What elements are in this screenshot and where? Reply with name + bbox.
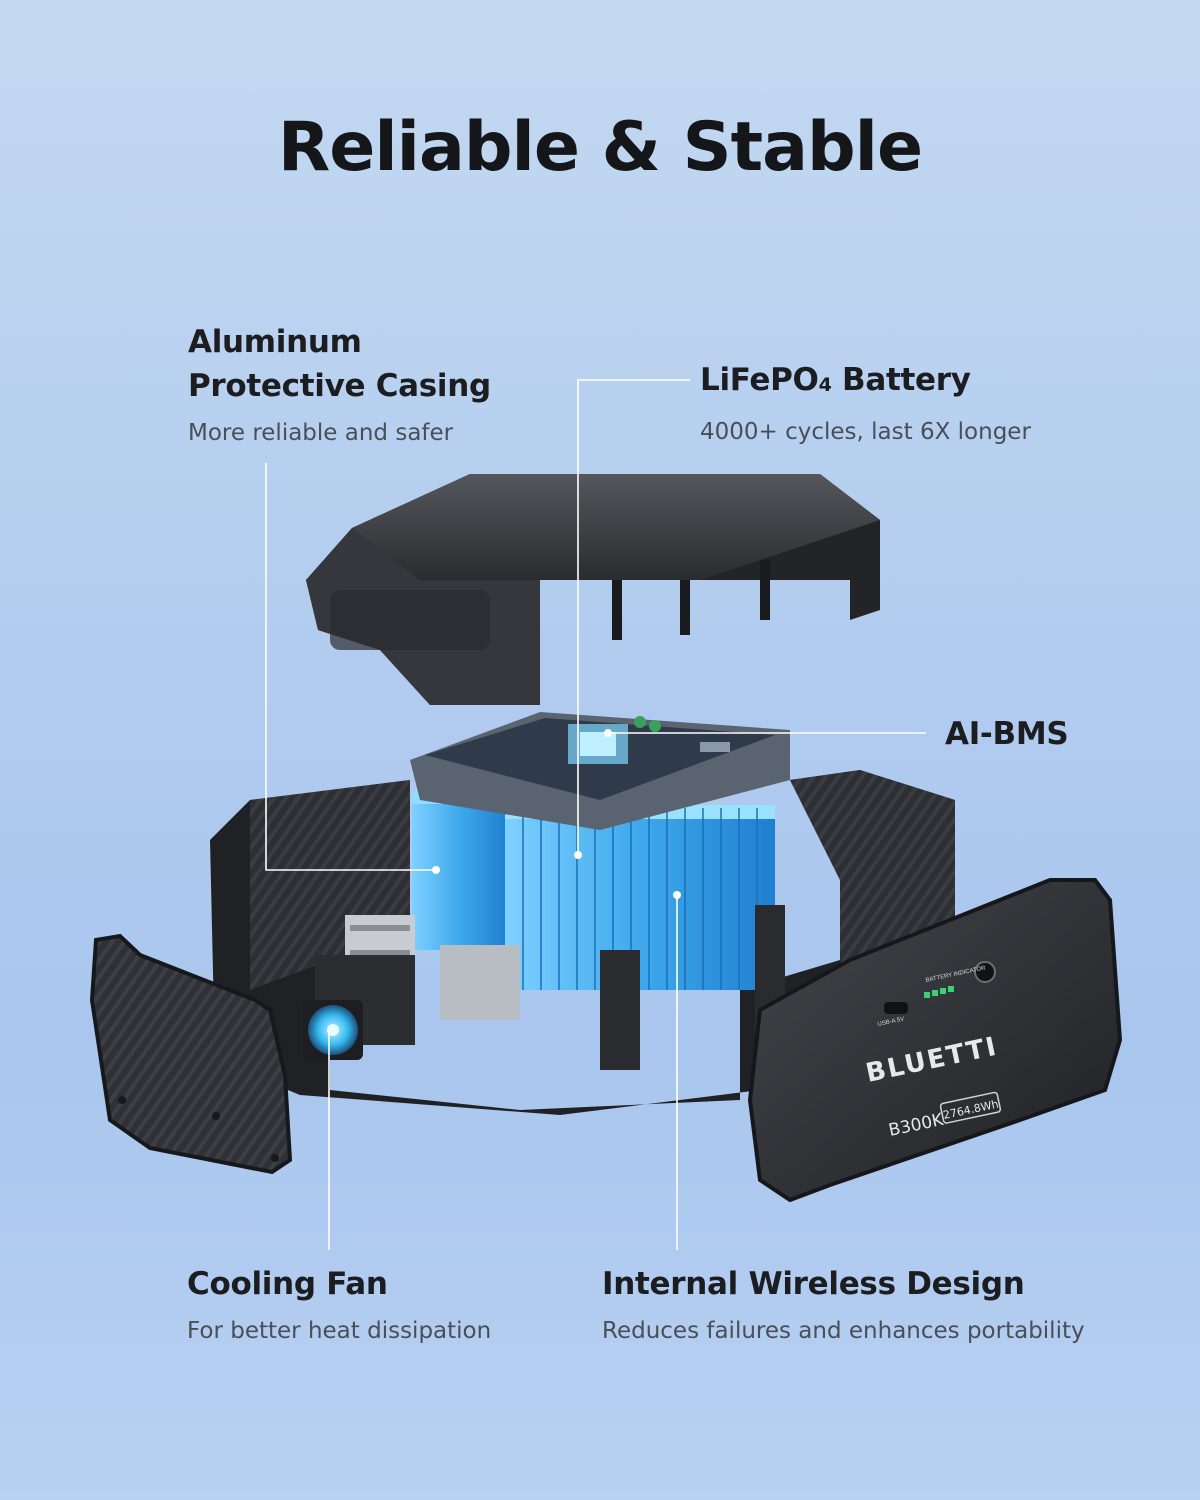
callout-battery-desc: 4000+ cycles, last 6X longer <box>700 419 1031 445</box>
callout-lines <box>265 379 926 1250</box>
callout-fan-title: Cooling Fan <box>187 1266 388 1302</box>
battery-cell-dividers <box>522 808 758 990</box>
bms-dot <box>604 729 612 737</box>
top-casing-lid <box>306 474 880 705</box>
callout-fan-desc: For better heat dissipation <box>187 1318 492 1344</box>
callout-dots <box>432 729 681 899</box>
callout-wireless-desc: Reduces failures and enhances portabilit… <box>602 1318 1085 1344</box>
wireless-dot <box>673 891 681 899</box>
callout-battery-title: LiFePO4 Battery <box>700 358 1031 407</box>
battery-leader-line <box>577 379 690 855</box>
casing-title-line2: Protective Casing <box>188 368 491 404</box>
usb-port-label: USB-A 5V <box>877 1016 905 1027</box>
callout-bms-title: AI-BMS <box>945 716 1069 752</box>
callout-internal-wireless: Internal Wireless Design Reduces failure… <box>602 1262 1085 1348</box>
casing-leader-line <box>265 463 436 871</box>
battery-title-subscript: 4 <box>818 374 832 396</box>
casing-title-line1: Aluminum <box>188 324 362 360</box>
page-title: Reliable & Stable <box>277 108 923 187</box>
bms-circuit-board <box>410 712 790 830</box>
callout-cooling-fan: Cooling Fan For better heat dissipation <box>187 1262 491 1348</box>
callout-casing-title: Aluminum Protective Casing <box>188 320 491 408</box>
battery-dot <box>574 851 582 859</box>
battery-title-prefix: LiFePO <box>700 362 819 398</box>
callout-aluminum-casing: Aluminum Protective Casing More reliable… <box>188 320 491 450</box>
cooling-fan <box>303 1000 363 1060</box>
callout-lifepo4-battery: LiFePO4 Battery 4000+ cycles, last 6X lo… <box>700 358 1031 449</box>
casing-dot <box>432 866 440 874</box>
callout-ai-bms: AI-BMS <box>945 712 1069 756</box>
right-side-panel: BATTERY INDICATOR USB-A 5V BLUETTI B300K… <box>747 878 1123 1203</box>
battery-title-suffix: Battery <box>831 362 971 398</box>
left-side-panel <box>89 933 293 1175</box>
callout-casing-desc: More reliable and safer <box>188 420 454 446</box>
callout-wireless-title: Internal Wireless Design <box>602 1266 1025 1302</box>
